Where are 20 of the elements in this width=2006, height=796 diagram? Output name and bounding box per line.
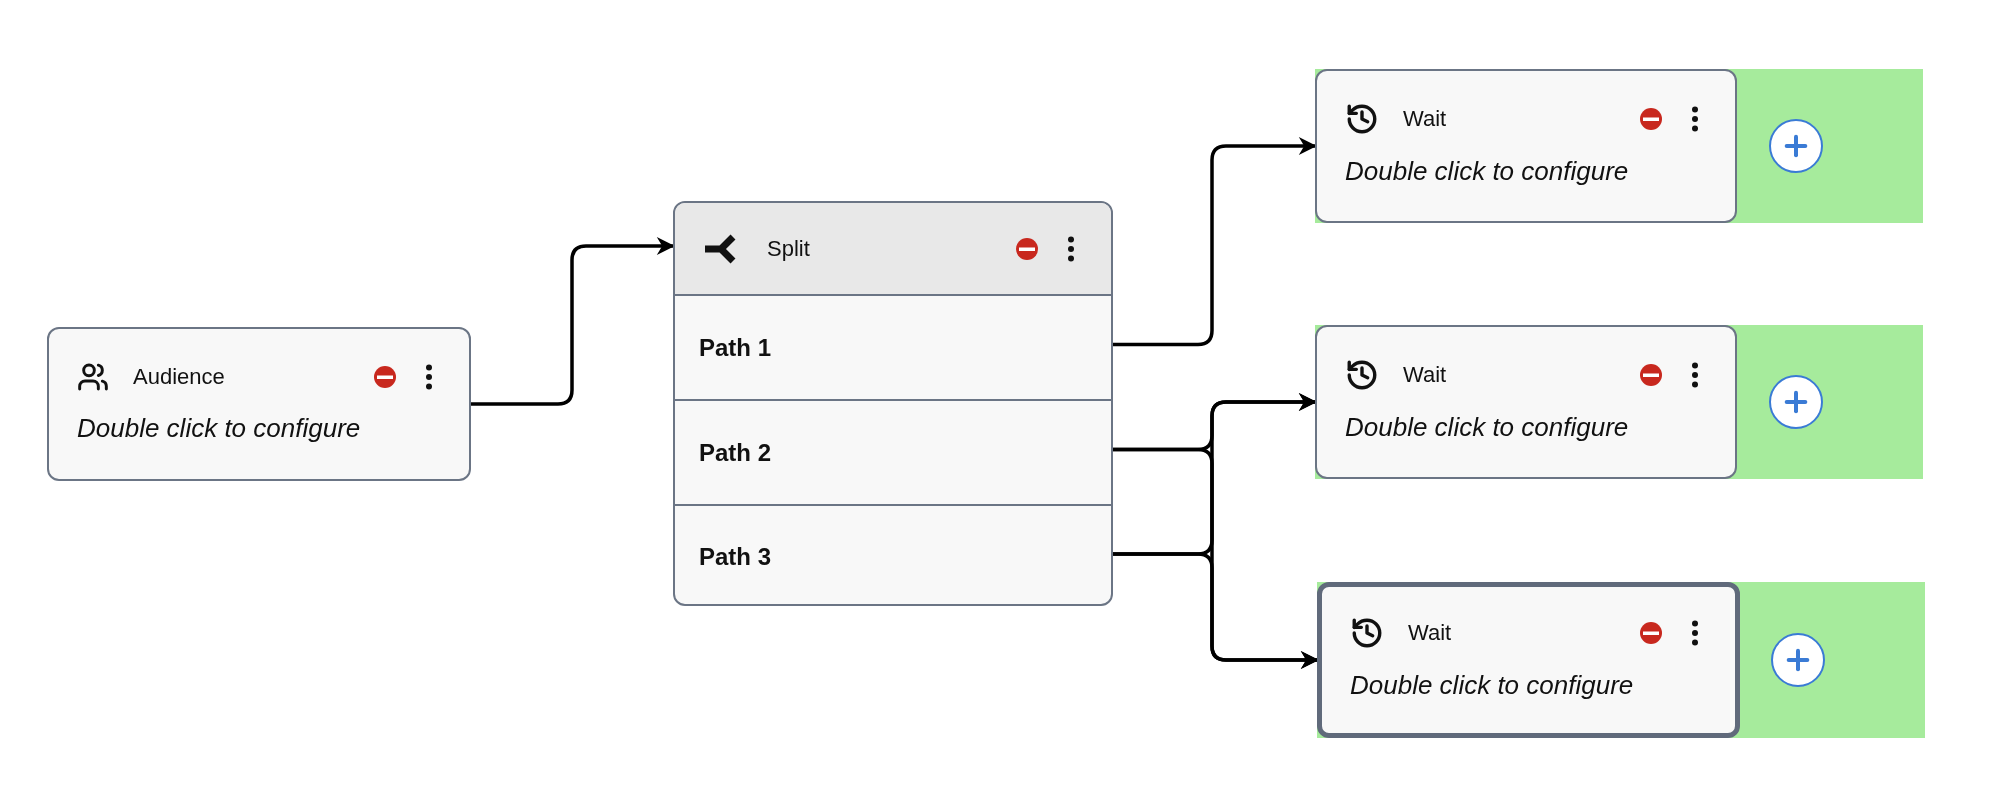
path-label: Path 2 xyxy=(699,437,772,468)
node-title: Wait xyxy=(1408,619,1452,647)
step-card xyxy=(1315,69,1737,223)
node-title: Wait xyxy=(1403,361,1447,389)
node-description: Double click to configure xyxy=(77,412,362,445)
node-description: Double click to configure xyxy=(1345,154,1630,188)
node-title: Audience xyxy=(133,363,225,391)
node-description: Double click to configure xyxy=(1345,410,1630,444)
step-card xyxy=(1315,325,1737,479)
step-card xyxy=(47,327,471,481)
connector-arrow xyxy=(1113,137,1317,347)
split-card xyxy=(673,201,1113,606)
connector-arrow xyxy=(471,237,675,406)
step-card xyxy=(1317,582,1740,738)
node-title: Wait xyxy=(1403,105,1447,133)
node-title: Split xyxy=(767,235,810,263)
path-label: Path 1 xyxy=(699,332,772,363)
path-label: Path 3 xyxy=(699,542,772,572)
node-description: Double click to configure xyxy=(1350,668,1635,702)
connector-arrow xyxy=(1113,552,1319,669)
